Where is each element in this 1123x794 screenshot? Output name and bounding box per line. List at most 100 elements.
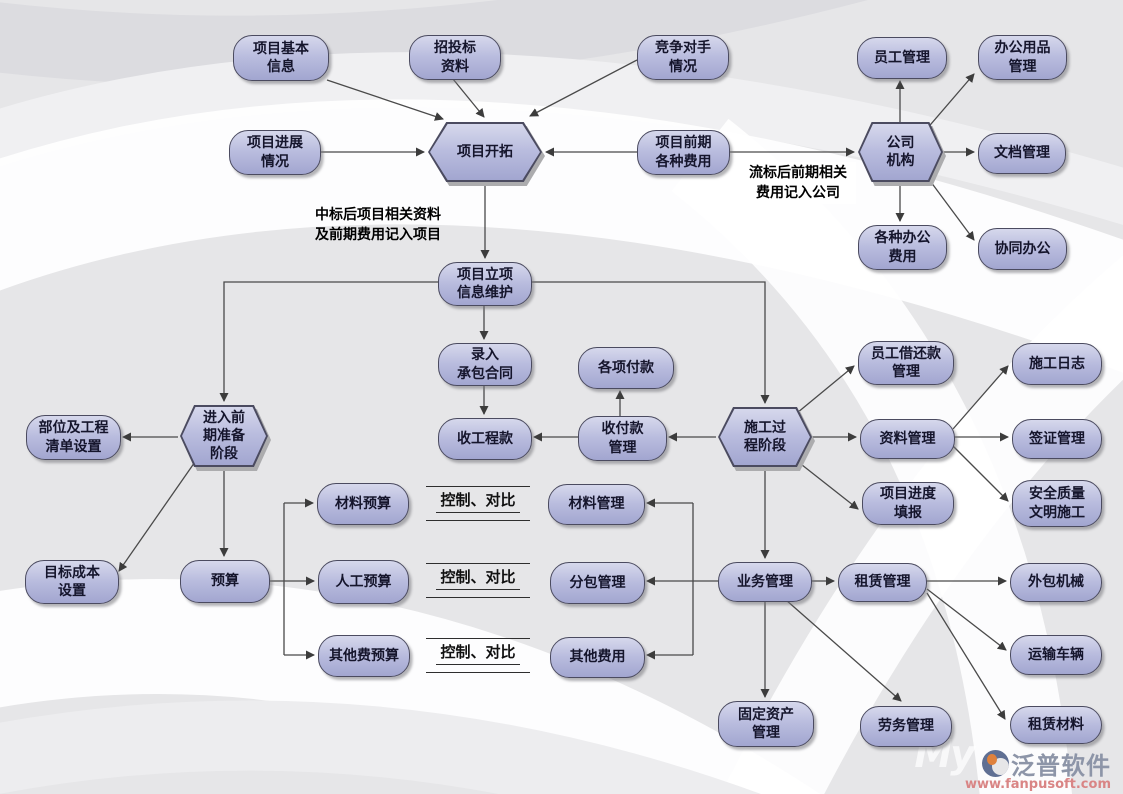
- bidding-documents: 招投标资料: [409, 35, 501, 80]
- note-win-bid-label: 中标后项目相关资料及前期费用记入项目: [315, 206, 441, 243]
- material-mgmt-label: 材料管理: [568, 496, 625, 513]
- transport-vehicles: 运输车辆: [1010, 635, 1102, 675]
- office-supplies-mgmt: 办公用品管理: [978, 35, 1067, 80]
- construction-stage: 施工过程阶段: [718, 407, 815, 471]
- project-progress-info: 项目进展情况: [229, 130, 321, 175]
- contract-entry-label: 录入承包合同: [457, 347, 513, 382]
- labor-service-mgmt: 劳务管理: [860, 706, 952, 747]
- receive-project-funds-label: 收工程款: [457, 430, 513, 447]
- note-win-bid: 中标后项目相关资料及前期费用记入项目: [302, 203, 454, 247]
- progress-report: 项目进度填报: [862, 482, 954, 525]
- control-compare-1: 控制、对比: [426, 486, 530, 521]
- project-early-expenses: 项目前期各种费用: [637, 130, 730, 175]
- construction-log-label: 施工日志: [1029, 355, 1085, 372]
- control-compare-2: 控制、对比: [426, 563, 530, 598]
- employee-mgmt: 员工管理: [857, 37, 947, 79]
- edge-data-to-construction-log: [952, 365, 1009, 430]
- edge-construction-to-loan-mgmt: [796, 365, 855, 414]
- budget-label: 预算: [211, 573, 239, 590]
- edge-leasing-to-vehicles: [926, 588, 1007, 651]
- edge-preparation-to-target-cost: [118, 458, 198, 572]
- material-mgmt: 材料管理: [548, 484, 645, 525]
- collaborative-office: 协同办公: [978, 228, 1067, 270]
- pre-preparation-stage: 进入前期准备阶段: [180, 405, 271, 471]
- office-expenses-label: 各种办公费用: [874, 230, 931, 265]
- edge-company-to-supplies: [924, 73, 975, 132]
- payment-receipt-mgmt-label: 收付款管理: [601, 421, 644, 456]
- data-mgmt: 资料管理: [860, 419, 955, 459]
- visa-mgmt-label: 签证管理: [1029, 430, 1085, 447]
- control-compare-3: 控制、对比: [426, 638, 530, 673]
- visa-mgmt: 签证管理: [1012, 419, 1102, 459]
- edge-initiation-to-preparation: [219, 281, 438, 402]
- company-organization: 公司机构: [858, 122, 946, 186]
- control-compare-3-label: 控制、对比: [436, 643, 520, 665]
- business-mgmt-label: 业务管理: [737, 573, 793, 590]
- leasing-mgmt: 租赁管理: [838, 563, 927, 602]
- office-supplies-mgmt-label: 办公用品管理: [994, 40, 1051, 75]
- work-list-setup: 部位及工程清单设置: [26, 415, 121, 460]
- various-payments-label: 各项付款: [598, 359, 654, 376]
- fixed-assets-mgmt: 固定资产管理: [718, 701, 814, 747]
- project-basic-info: 项目基本信息: [233, 35, 329, 81]
- collaborative-office-label: 协同办公: [994, 240, 1051, 257]
- project-initiation-info-label: 项目立项信息维护: [457, 266, 513, 301]
- vendor-url: www.fanpusoft.com: [964, 777, 1111, 792]
- competitor-info: 竞争对手情况: [637, 35, 729, 80]
- other-expenses-label: 其他费用: [569, 649, 626, 666]
- data-mgmt-label: 资料管理: [879, 430, 936, 447]
- subcontract-mgmt-label: 分包管理: [569, 574, 626, 591]
- fanpu-logo-icon: [982, 750, 1009, 777]
- pre-preparation-stage-label: 进入前期准备阶段: [203, 409, 245, 463]
- control-compare-1-label: 控制、对比: [436, 491, 520, 513]
- note-lose-bid: 流标后前期相关费用记入公司: [740, 162, 856, 204]
- edge-business-to-labor-service: [785, 599, 902, 702]
- material-budget: 材料预算: [317, 483, 409, 525]
- transport-vehicles-label: 运输车辆: [1028, 646, 1084, 663]
- employee-loan-mgmt: 员工借还款管理: [858, 341, 954, 385]
- edge-company-to-collaborative: [924, 173, 975, 241]
- note-lose-bid-label: 流标后前期相关费用记入公司: [749, 164, 847, 201]
- project-initiation-info: 项目立项信息维护: [438, 262, 532, 306]
- leased-materials-label: 租赁材料: [1028, 716, 1084, 733]
- various-payments: 各项付款: [578, 347, 674, 389]
- edge-competitor-to-development: [529, 59, 638, 117]
- labor-budget: 人工预算: [318, 560, 409, 604]
- construction-log: 施工日志: [1012, 343, 1102, 385]
- construction-stage-label: 施工过程阶段: [744, 419, 786, 454]
- office-expenses: 各种办公费用: [858, 225, 947, 270]
- edge-data-to-safety: [952, 445, 1009, 502]
- labor-budget-label: 人工预算: [335, 573, 392, 590]
- target-cost-setup-label: 目标成本设置: [44, 564, 100, 599]
- outsourced-machinery-label: 外包机械: [1028, 574, 1084, 591]
- edge-initiation-to-construction: [530, 281, 770, 404]
- vendor-watermark: 泛普软件 www.fanpusoft.com: [965, 746, 1111, 792]
- outsourced-machinery: 外包机械: [1010, 563, 1102, 602]
- material-budget-label: 材料预算: [335, 495, 391, 512]
- project-progress-info-label: 项目进展情况: [247, 135, 303, 170]
- edge-leasing-to-leased-materials: [926, 592, 1006, 720]
- project-basic-info-label: 项目基本信息: [253, 40, 309, 75]
- fixed-assets-mgmt-label: 固定资产管理: [738, 706, 794, 741]
- payment-receipt-mgmt: 收付款管理: [578, 416, 667, 461]
- receive-project-funds: 收工程款: [438, 418, 532, 460]
- document-mgmt-label: 文档管理: [994, 145, 1050, 162]
- subcontract-mgmt: 分包管理: [550, 562, 645, 604]
- target-cost-setup: 目标成本设置: [25, 560, 119, 604]
- other-fee-budget-label: 其他费预算: [329, 647, 399, 664]
- project-early-expenses-label: 项目前期各种费用: [655, 135, 712, 170]
- company-organization-label: 公司机构: [886, 134, 915, 169]
- safety-quality-label: 安全质量文明施工: [1029, 486, 1085, 521]
- budget: 预算: [180, 560, 270, 603]
- employee-loan-mgmt-label: 员工借还款管理: [871, 345, 941, 380]
- contract-entry: 录入承包合同: [438, 343, 532, 386]
- document-mgmt: 文档管理: [978, 133, 1066, 174]
- vendor-brand-name: 泛普软件: [1011, 752, 1111, 780]
- edge-bidding-to-development: [452, 78, 485, 118]
- edge-basic-info-to-development: [326, 79, 444, 121]
- project-development: 项目开拓: [428, 122, 545, 186]
- other-fee-budget: 其他费预算: [318, 635, 410, 677]
